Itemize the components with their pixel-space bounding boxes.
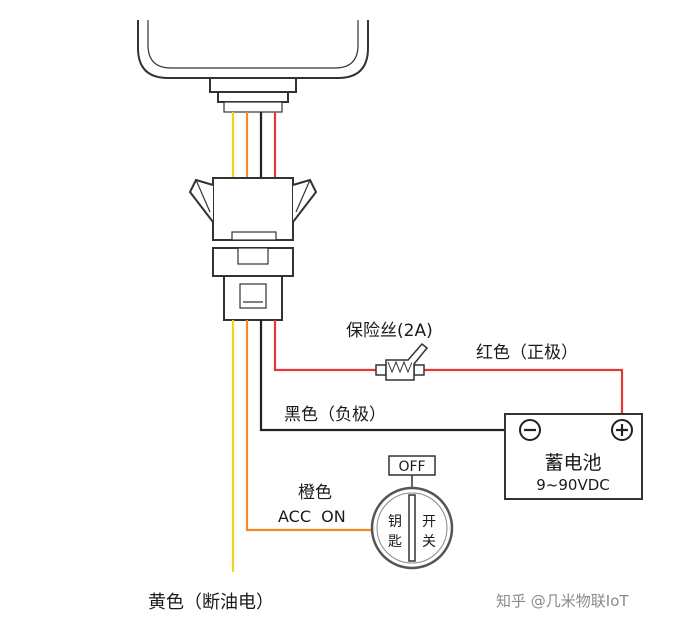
lower-wires [231,320,624,572]
black-wire [259,320,505,432]
red-wire-to-battery [424,368,624,414]
yellow-wire-label: 黄色（断油电） [148,592,274,613]
key-switch: OFF 钥 匙 开 关 [370,455,454,570]
battery: 蓄电池 9~90VDC [504,413,643,500]
key-right-char-2: 关 [422,534,436,550]
battery-voltage: 9~90VDC [536,476,609,494]
device-housing [137,20,369,113]
battery-name: 蓄电池 [544,452,601,474]
key-off-label: OFF [398,459,425,475]
fuse-label: 保险丝(2A) [346,321,433,341]
wire-connector [188,177,318,321]
watermark: 知乎 @几米物联IoT [496,592,629,610]
black-wire-label: 黑色（负极） [284,405,386,425]
acc-on-label: ACC ON [278,507,346,526]
orange-wire-label: 橙色 [298,483,332,503]
orange-wire [245,320,372,532]
key-left-char-1: 钥 [388,514,402,530]
fuse-icon [375,342,429,381]
red-wire-label: 红色（正极） [476,343,578,363]
key-right-char-1: 开 [422,514,436,530]
red-wire [273,320,386,372]
upper-wire-bundle [231,112,277,180]
key-left-char-2: 匙 [388,534,402,550]
